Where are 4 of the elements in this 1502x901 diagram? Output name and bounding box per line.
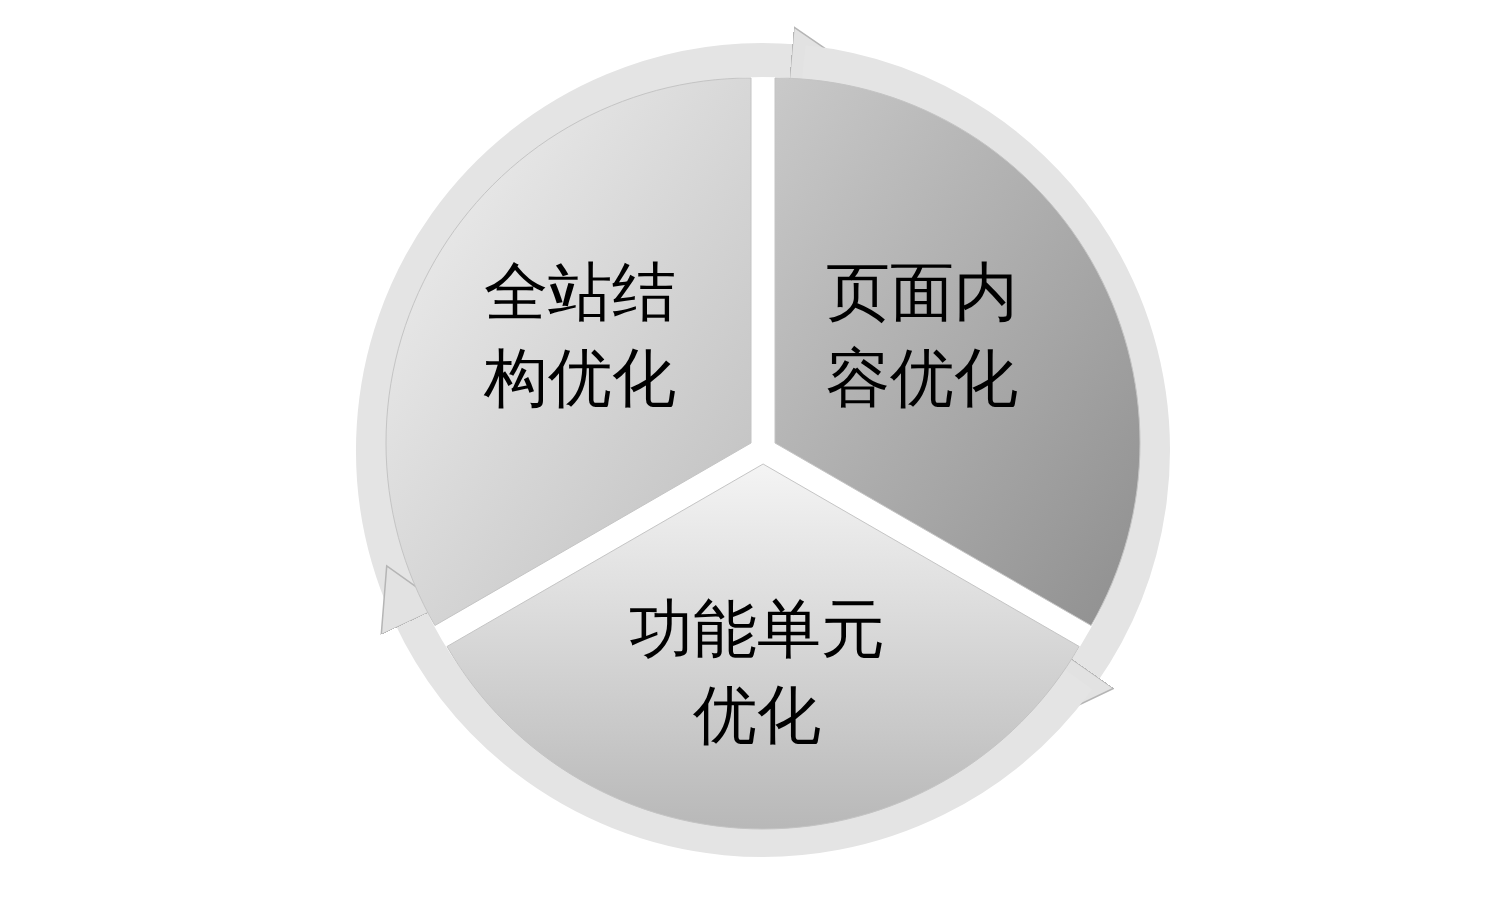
segment-label: 页面内容优化 <box>825 253 1019 417</box>
pie-segment <box>446 464 1080 829</box>
segment-label: 功能单元优化 <box>628 590 886 754</box>
segment-label: 全站结构优化 <box>483 253 677 417</box>
